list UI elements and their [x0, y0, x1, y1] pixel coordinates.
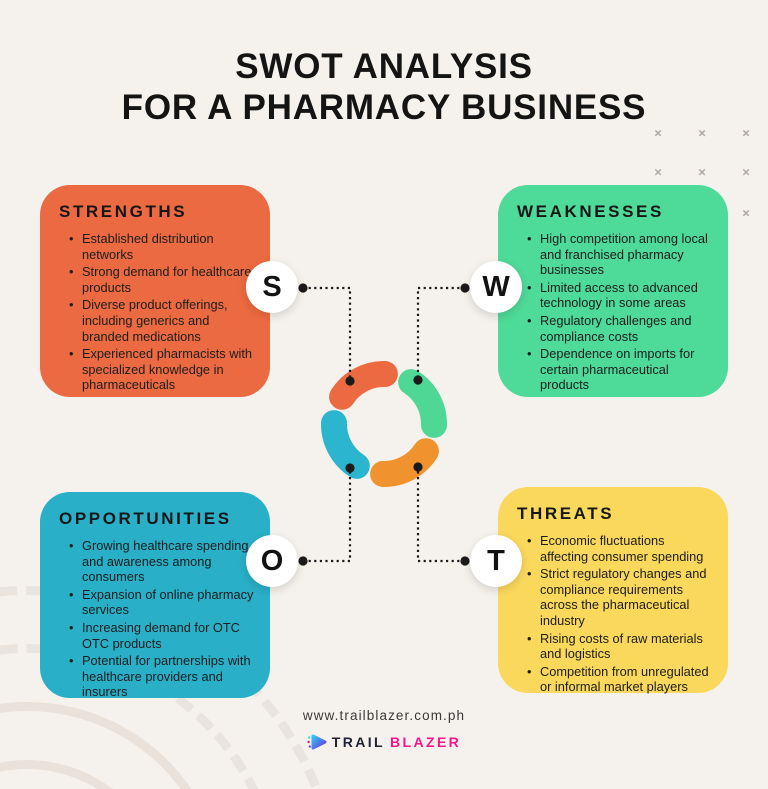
connector-dot: [460, 283, 470, 293]
cross-mark: ×: [742, 125, 750, 141]
letter-t: T: [487, 544, 505, 577]
bullet-item: Competition from unregulated or informal…: [527, 664, 713, 695]
bullet-item: Established distribution networks: [69, 231, 255, 262]
threats-box: THREATS Economic fluctuations affecting …: [498, 487, 728, 695]
connector-dot: [413, 462, 423, 472]
strengths-list: Established distribution networks Strong…: [69, 231, 255, 393]
bullet-item: Experienced pharmacists with specialized…: [69, 346, 255, 393]
connector-opportunities: [303, 468, 352, 563]
donut-strengths-segment: [329, 361, 398, 410]
opportunities-list: Growing healthcare spending and awarenes…: [69, 538, 255, 700]
threats-letter-badge: T: [470, 535, 522, 587]
connector-dot: [460, 556, 470, 566]
website-url: www.trailblazer.com.ph: [302, 708, 466, 723]
bullet-item: Expansion of online pharmacy services: [69, 587, 255, 618]
strengths-letter-badge: S: [246, 261, 298, 313]
bullet-item: High competition among local and franchi…: [527, 231, 713, 278]
strengths-box: STRENGTHS Established distribution netwo…: [40, 185, 270, 397]
threats-heading: THREATS: [517, 504, 615, 523]
bullet-item: Strong demand for healthcare products: [69, 264, 255, 295]
connector-strengths: [303, 286, 352, 381]
letter-w: W: [482, 270, 510, 303]
connector-dot: [298, 556, 308, 566]
brand-logo: TRAIL BLAZER: [0, 733, 768, 751]
weaknesses-heading: WEAKNESSES: [517, 202, 664, 221]
connector-dot: [413, 375, 423, 385]
opportunities-heading: OPPORTUNITIES: [59, 509, 232, 528]
weaknesses-list: High competition among local and franchi…: [527, 231, 713, 393]
cross-mark: ×: [698, 125, 706, 141]
opportunities-box: OPPORTUNITIES Growing healthcare spendin…: [40, 492, 270, 700]
bullet-item: Diverse product offerings, including gen…: [69, 297, 255, 344]
bullet-item: Growing healthcare spending and awarenes…: [69, 538, 255, 585]
letter-o: O: [260, 544, 284, 577]
title-line-2: FOR A PHARMACY BUSINESS: [121, 88, 647, 128]
cross-mark: ×: [698, 164, 706, 180]
donut-threats-segment: [370, 438, 439, 487]
strengths-heading: STRENGTHS: [59, 202, 188, 221]
connector-weaknesses: [416, 286, 465, 380]
connector-threats: [416, 467, 465, 563]
brand-text-trail: TRAIL: [331, 734, 386, 750]
opportunities-letter-badge: O: [246, 535, 298, 587]
swot-donut-chart: [321, 361, 447, 487]
brand-text-blazer: BLAZER: [390, 734, 462, 750]
bullet-item: Dependence on imports for certain pharma…: [527, 346, 713, 393]
cross-mark: ×: [654, 164, 662, 180]
connector-dot: [345, 463, 355, 473]
letter-s: S: [262, 270, 282, 303]
donut-opportunities-segment: [321, 410, 370, 479]
connector-dot: [345, 376, 355, 386]
bullet-item: Strict regulatory changes and compliance…: [527, 566, 713, 628]
cross-mark: ×: [654, 125, 662, 141]
cross-mark: ×: [742, 164, 750, 180]
weaknesses-box: WEAKNESSES High competition among local …: [498, 185, 728, 397]
cross-mark: ×: [742, 205, 750, 221]
threats-list: Economic fluctuations affecting consumer…: [527, 533, 713, 695]
weaknesses-letter-badge: W: [470, 261, 522, 313]
bullet-item: Increasing demand for OTC OTC products: [69, 620, 255, 651]
bullet-item: Limited access to advanced technology in…: [527, 280, 713, 311]
bullet-item: Potential for partnerships with healthca…: [69, 653, 255, 700]
bullet-item: Economic fluctuations affecting consumer…: [527, 533, 713, 564]
trailblazer-arrow-icon: [307, 734, 327, 750]
title-line-1: SWOT ANALYSIS: [235, 47, 533, 86]
donut-weaknesses-segment: [398, 369, 447, 438]
page-title: SWOT ANALYSIS FOR A PHARMACY BUSINESS: [0, 46, 768, 129]
bullet-item: Regulatory challenges and compliance cos…: [527, 313, 713, 344]
bullet-item: Rising costs of raw materials and logist…: [527, 631, 713, 662]
connector-dot: [298, 283, 308, 293]
